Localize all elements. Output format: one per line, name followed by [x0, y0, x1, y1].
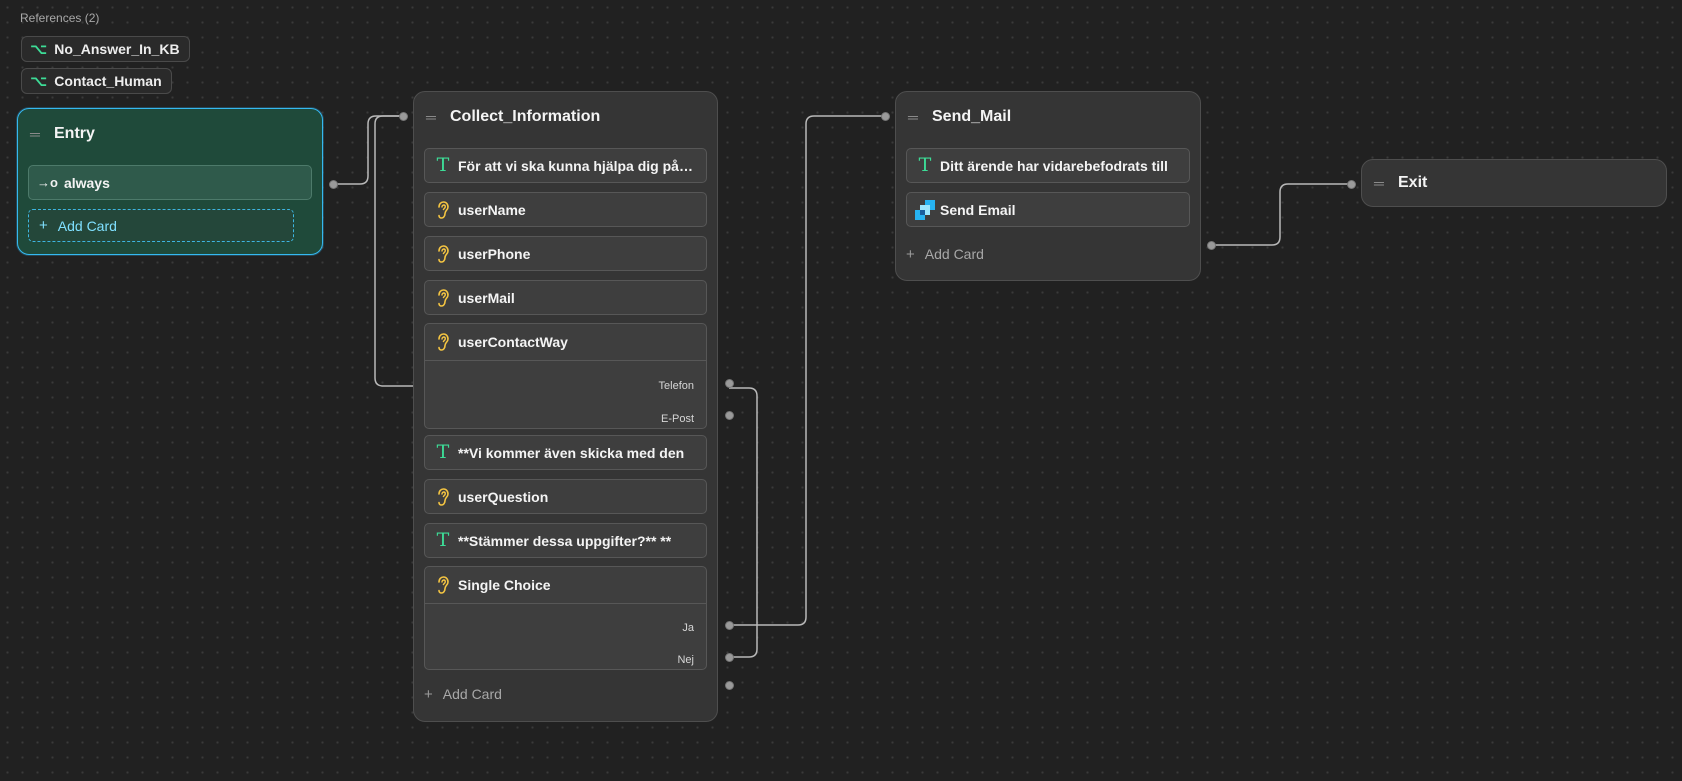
card-label: userName [458, 201, 526, 218]
card-label: Ditt ärende har vidarebefodrats till [940, 157, 1168, 174]
reference-label: Contact_Human [54, 73, 162, 89]
port-collect-in[interactable] [399, 112, 408, 121]
arrow-circle-icon: →o [37, 175, 58, 190]
text-icon: T [436, 154, 450, 176]
card-choice-usercontactway[interactable]: userContactWay Telefon E-Post [424, 323, 707, 429]
reference-icon: ⌥ [30, 40, 48, 58]
plus-icon: + [906, 245, 915, 263]
add-card-label: Add Card [924, 246, 984, 262]
reference-icon: ⌥ [30, 72, 48, 90]
port-send-mail-out[interactable] [1207, 241, 1216, 250]
ear-icon [433, 288, 453, 307]
card-capture-usermail[interactable]: userMail [424, 280, 707, 315]
plus-icon: + [39, 217, 48, 234]
card-label: Send Email [940, 201, 1016, 218]
card-text-message[interactable]: T **Stämmer dessa uppgifter?** ** [424, 523, 707, 558]
port-nej-out[interactable] [725, 653, 734, 662]
card-label: För att vi ska kunna hjälpa dig på bästa… [458, 157, 696, 174]
choice-option-nej: Nej [677, 654, 694, 666]
node-entry[interactable]: ═ Entry →o always + Add Card [17, 108, 323, 255]
reference-contact-human[interactable]: ⌥ Contact_Human [21, 68, 172, 94]
add-card-label: Add Card [57, 217, 117, 234]
drag-handle-icon[interactable]: ═ [1374, 175, 1384, 191]
card-always[interactable]: →o always [28, 165, 312, 200]
add-card-label: Add Card [442, 686, 502, 702]
card-label: **Vi kommer även skicka med den [458, 444, 685, 461]
card-label: Single Choice [458, 577, 551, 593]
reference-label: No_Answer_In_KB [54, 41, 180, 57]
choice-option-e-post: E-Post [660, 413, 694, 425]
wire-ja-to-sendmail [729, 115, 885, 626]
node-title: Collect_Information [450, 108, 601, 125]
card-text-message[interactable]: T **Vi kommer även skicka med den [424, 435, 707, 470]
references-label: References (2) [20, 11, 100, 25]
wire-nej-to-collect [729, 387, 758, 658]
drag-handle-icon[interactable]: ═ [908, 109, 918, 125]
node-title: Entry [54, 125, 95, 142]
card-send-email[interactable]: Send Email [906, 192, 1190, 227]
drag-handle-icon[interactable]: ═ [426, 109, 436, 125]
card-capture-userquestion[interactable]: userQuestion [424, 479, 707, 514]
port-exit-in[interactable] [1347, 180, 1356, 189]
add-card-button[interactable]: + Add Card [28, 209, 294, 242]
node-title: Exit [1398, 174, 1428, 191]
add-card-button[interactable]: + Add Card [906, 244, 984, 264]
add-card-button[interactable]: + Add Card [424, 684, 502, 704]
drag-handle-icon[interactable]: ═ [30, 126, 40, 142]
ear-icon [433, 333, 453, 351]
ear-icon [433, 487, 453, 506]
port-ja-out[interactable] [725, 621, 734, 630]
card-text-message[interactable]: T Ditt ärende har vidarebefodrats till [906, 148, 1190, 183]
text-icon: T [918, 154, 932, 176]
card-text-message[interactable]: T För att vi ska kunna hjälpa dig på bäs… [424, 148, 707, 183]
card-capture-userphone[interactable]: userPhone [424, 236, 707, 271]
port-e-post-out[interactable] [725, 411, 734, 420]
card-label: **Stämmer dessa uppgifter?** ** [458, 532, 672, 549]
choice-option-ja: Ja [682, 622, 694, 634]
plus-icon: + [424, 685, 433, 703]
node-collect-information[interactable]: ═ Collect_Information T För att vi ska k… [413, 91, 718, 722]
reference-no-answer-in-kb[interactable]: ⌥ No_Answer_In_KB [21, 36, 190, 62]
node-exit[interactable]: ═ Exit [1361, 159, 1667, 207]
send-email-icon [915, 199, 935, 220]
card-label: userQuestion [458, 488, 549, 505]
card-label: userPhone [458, 245, 531, 262]
card-label: userMail [458, 289, 515, 306]
card-single-choice[interactable]: Single Choice Ja Nej [424, 566, 707, 670]
card-label: always [63, 174, 110, 191]
port-collect-out[interactable] [725, 681, 734, 690]
card-capture-username[interactable]: userName [424, 192, 707, 227]
port-send-mail-in[interactable] [881, 112, 890, 121]
card-label: userContactWay [458, 334, 568, 350]
port-telefon-out[interactable] [725, 379, 734, 388]
node-send-mail[interactable]: ═ Send_Mail T Ditt ärende har vidarebefo… [895, 91, 1201, 281]
wire-entry-to-collect [333, 115, 403, 185]
node-title: Send_Mail [932, 108, 1012, 125]
choice-option-telefon: Telefon [658, 380, 694, 392]
ear-icon [433, 244, 453, 263]
text-icon: T [436, 529, 450, 551]
text-icon: T [436, 441, 450, 463]
ear-icon [433, 200, 453, 219]
wire-sendmail-to-exit [1211, 183, 1351, 246]
ear-icon [433, 576, 453, 594]
port-entry-out[interactable] [329, 180, 338, 189]
